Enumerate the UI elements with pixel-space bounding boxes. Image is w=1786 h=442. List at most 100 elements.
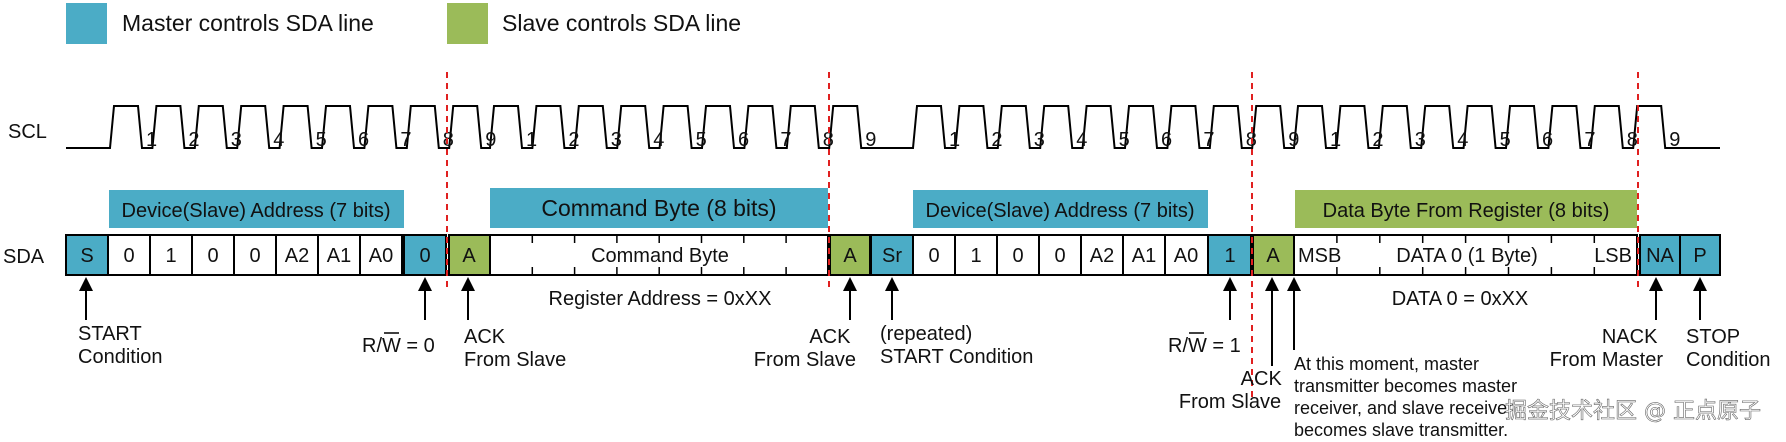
sda-row: S 0 1 0 0 A2 A1 A0 0 A Command Byte A Sr…: [65, 234, 1721, 276]
sda-cell-addr2-bit-label: A1: [1132, 245, 1156, 267]
scl-pulse-number: 9: [1669, 129, 1680, 151]
data-field-box: [1295, 190, 1637, 228]
scl-pulse-number: 7: [1584, 129, 1595, 151]
sda-cell-ack2-label: A: [843, 245, 857, 267]
ack3-label: ACK From Slave: [1179, 368, 1287, 413]
scl-pulse-number: 5: [316, 129, 327, 151]
scl-pulse-number: 9: [865, 129, 876, 151]
cmd-field-label: Command Byte (8 bits): [541, 195, 776, 221]
scl-pulse-number: 6: [738, 129, 749, 151]
scl-pulse-number: 4: [1076, 129, 1087, 151]
sda-cell-rw2: [1207, 234, 1252, 276]
sda-cell-ack1: [448, 234, 491, 276]
sda-cell-addr2-bit: [1080, 234, 1124, 276]
addr1-field-label: Device(Slave) Address (7 bits): [122, 200, 391, 222]
sda-cell-rw-label: 0: [419, 245, 430, 267]
sda-cell-addr-bit-label: 0: [249, 245, 260, 267]
sda-label: SDA: [3, 246, 45, 268]
ack2-label: ACK From Slave: [754, 326, 856, 371]
legend-master-swatch: [66, 3, 107, 44]
sda-cell-rw: [403, 234, 447, 276]
sda-cell-addr2-bit-label: 0: [1054, 245, 1065, 267]
scl-pulse-number: 3: [231, 129, 242, 151]
scl-pulse-number: 3: [1034, 129, 1045, 151]
sda-cell-stop-label: P: [1693, 245, 1706, 267]
data-byte-ticks: [1336, 235, 1596, 275]
scl-pulse-number: 9: [1288, 129, 1299, 151]
sda-cell-addr2-bit-label: A2: [1090, 245, 1114, 267]
scl-pulse-number: 2: [991, 129, 1002, 151]
sda-cell-nack-label: NA: [1646, 245, 1674, 267]
sda-cell-addr-bit-label: A2: [285, 245, 309, 267]
annotation-arrows: [79, 277, 1707, 366]
scl-pulse-number: 4: [273, 129, 284, 151]
cmd-field-box: [490, 188, 828, 228]
repeated-start-label: (repeated) START Condition: [880, 323, 1033, 368]
nack-label: NACK From Master: [1550, 326, 1664, 371]
sda-cell-addr-bit: [149, 234, 193, 276]
scl-pulse-number: 5: [1119, 129, 1130, 151]
sda-cell-repeated-start-label: Sr: [882, 245, 902, 267]
sda-cell-ack3-label: A: [1266, 245, 1280, 267]
sda-cell-ack2: [829, 234, 871, 276]
addr1-field-box: [109, 190, 404, 228]
sda-cell-nack: [1639, 234, 1681, 276]
sda-cell-addr-bit: [359, 234, 403, 276]
scl-pulse-number: 7: [1203, 129, 1214, 151]
rw0-label: R/W = 0: [362, 335, 435, 357]
sda-cell-addr2-bit-label: A0: [1174, 245, 1198, 267]
sda-cell-addr-bit-label: 1: [165, 245, 176, 267]
scl-pulse-number: 2: [1372, 129, 1383, 151]
sda-cell-addr2-bit: [912, 234, 956, 276]
rw1-label: R/W = 1: [1168, 335, 1241, 357]
scl-pulse-number: 6: [1542, 129, 1553, 151]
scl-pulse-number: 1: [146, 129, 157, 151]
sda-cell-addr-bit-label: 0: [123, 245, 134, 267]
scl-pulse-number: 5: [1500, 129, 1511, 151]
byte-dividers: [446, 72, 1639, 400]
scl-pulse-number: 9: [485, 129, 496, 151]
sda-cell-start: [65, 234, 109, 276]
register-address-text: Register Address = 0xXX: [549, 288, 772, 310]
ack1-label: ACK From Slave: [464, 326, 566, 371]
scl-pulse-number: 6: [358, 129, 369, 151]
sda-cell-addr-bit: [191, 234, 235, 276]
sda-cell-addr-bit: [275, 234, 319, 276]
scl-pulse-number: 4: [653, 129, 664, 151]
scl-pulse-number: 1: [1330, 129, 1341, 151]
sda-cell-stop: [1679, 234, 1721, 276]
scl-pulse-number: 7: [400, 129, 411, 151]
scl-pulse-number: 1: [526, 129, 537, 151]
legend-master-label: Master controls SDA line: [122, 10, 374, 36]
scl-pulse-number: 8: [443, 129, 454, 151]
scl-pulse-number: 3: [611, 129, 622, 151]
sda-cell-data-mid: DATA 0 (1 Byte): [1396, 245, 1538, 267]
moment-label: At this moment, master transmitter becom…: [1294, 354, 1522, 440]
addr2-field-box: [913, 190, 1208, 228]
stop-label: STOP Condition: [1686, 326, 1771, 371]
scl-pulse-number: 4: [1457, 129, 1468, 151]
addr2-field-label: Device(Slave) Address (7 bits): [926, 200, 1195, 222]
sda-cell-ack1-label: A: [462, 245, 476, 267]
sda-cell-addr2-bit-label: 1: [970, 245, 981, 267]
scl-pulse-number: 6: [1161, 129, 1172, 151]
scl-pulse-number: 1: [949, 129, 960, 151]
data-value-text: DATA 0 = 0xXX: [1392, 288, 1529, 310]
scl-pulse-number: 8: [1627, 129, 1638, 151]
sda-cell-addr-bit-label: 0: [207, 245, 218, 267]
sda-cell-addr-bit-label: A1: [327, 245, 351, 267]
sda-cell-rw2-label: 1: [1224, 245, 1235, 267]
legend-slave-swatch: [447, 3, 488, 44]
sda-cell-addr-bit: [107, 234, 151, 276]
scl-waveform: [66, 105, 1720, 149]
start-label: START Condition: [78, 323, 163, 368]
sda-cell-addr-bit-label: A0: [369, 245, 393, 267]
sda-cell-command-byte-label: Command Byte: [591, 245, 729, 267]
data-field-label: Data Byte From Register (8 bits): [1323, 200, 1610, 222]
sda-cell-start-label: S: [80, 245, 93, 267]
sda-cell-data-msb: MSB: [1298, 245, 1341, 267]
legend-slave-label: Slave controls SDA line: [502, 10, 741, 36]
scl-pulse-number: 2: [188, 129, 199, 151]
sda-cell-addr2-bit-label: 0: [928, 245, 939, 267]
